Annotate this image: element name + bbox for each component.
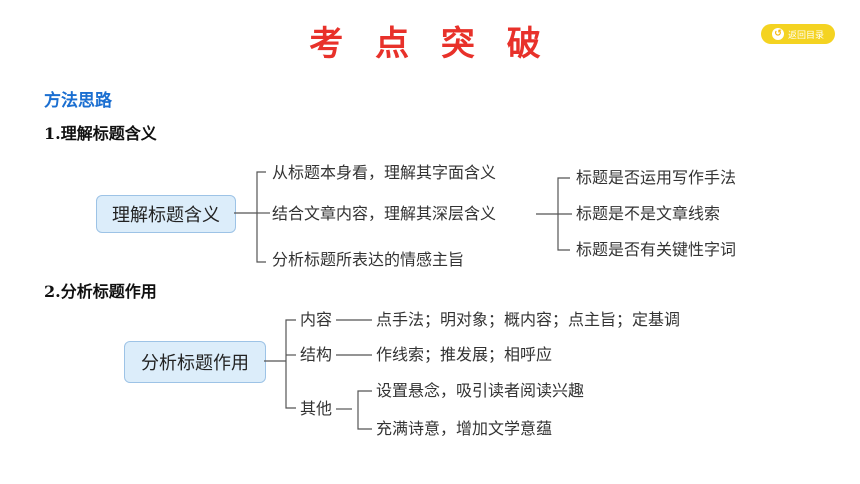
part2-category-content: 内容 xyxy=(300,310,333,329)
section-heading: 方法思路 xyxy=(44,91,112,111)
back-button-label: 返回目录 xyxy=(787,30,824,41)
part1-branch-deep: 结合文章内容，理解其深层含义 xyxy=(272,204,497,223)
part2-category-other: 其他 xyxy=(300,399,333,418)
part1-label: 1.理解标题含义 xyxy=(44,124,157,143)
page-title: 考 点 突 破 xyxy=(309,24,551,64)
part1-root-node: 理解标题含义 xyxy=(96,195,236,233)
part2-detail-structure: 作线索；推发展；相呼应 xyxy=(376,345,553,364)
part1-branch-emotion: 分析标题所表达的情感主旨 xyxy=(272,250,465,269)
back-to-contents-button[interactable]: ↺ 返回目录 xyxy=(761,24,835,44)
part2-other-poetic: 充满诗意，增加文学意蕴 xyxy=(376,419,553,438)
part2-root-node: 分析标题作用 xyxy=(124,341,266,383)
part2-other-suspense: 设置悬念，吸引读者阅读兴趣 xyxy=(376,381,585,400)
part1-sub-technique: 标题是否运用写作手法 xyxy=(576,168,737,187)
part1-sub-keyword: 标题是否有关键性字词 xyxy=(576,240,737,259)
part1-branch-literal: 从标题本身看，理解其字面含义 xyxy=(272,163,497,182)
part1-sub-clue: 标题是不是文章线索 xyxy=(576,204,721,223)
part2-category-structure: 结构 xyxy=(300,345,333,364)
part2-detail-content: 点手法；明对象；概内容；点主旨；定基调 xyxy=(376,310,681,329)
part2-label: 2.分析标题作用 xyxy=(44,282,157,301)
return-arrow-icon: ↺ xyxy=(771,28,784,40)
